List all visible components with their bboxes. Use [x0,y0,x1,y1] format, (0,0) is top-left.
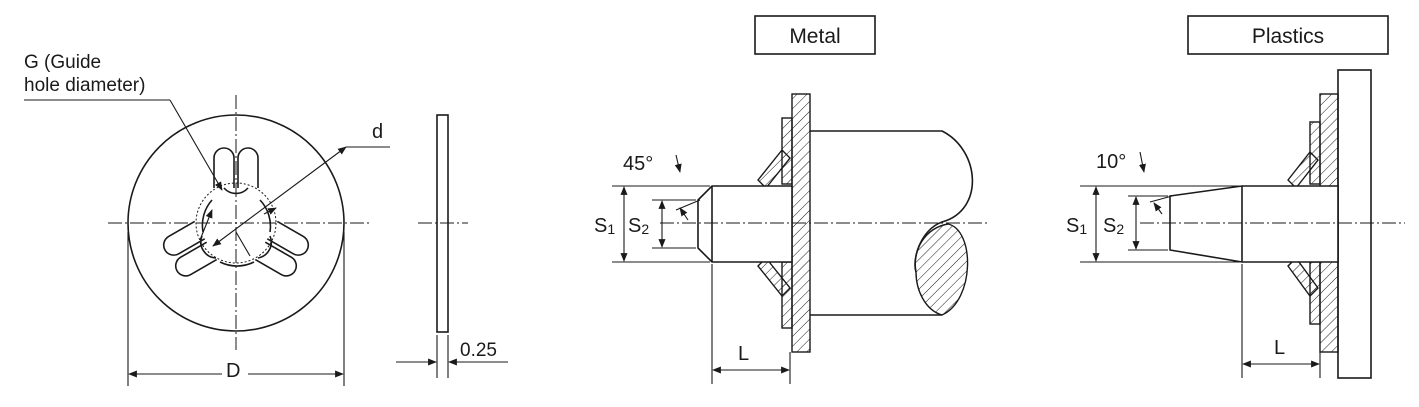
metal-S2-label: S2 [628,215,649,237]
plastics-title: Plastics [1252,25,1324,48]
plastics-assembly: Plastics S1 S2 10° L [1064,15,1405,379]
D-label: D [226,360,240,382]
metal-assembly: Metal S1 S2 45° [592,15,988,384]
plastics-S2-label: S2 [1103,215,1124,237]
plastics-title-box [1187,15,1389,55]
guide-hole-label-line2: hole diameter) [24,75,145,96]
guide-hole-label-line1: G (Guide [24,52,101,73]
d-label: d [372,121,383,143]
washer-side-view: 0.25 [396,114,508,378]
plastics-angle-label: 10° [1096,151,1126,173]
metal-title-box [754,15,876,55]
washer-front-view: G (Guide hole diameter) d D [24,52,390,386]
metal-S1-label: S1 [594,215,615,237]
metal-angle-label: 45° [623,153,653,175]
thickness-label: 0.25 [460,340,497,361]
metal-title: Metal [789,25,840,48]
plastics-S1-label: S1 [1066,215,1087,237]
plastics-L-label: L [1274,337,1285,359]
metal-L-label: L [738,343,749,365]
